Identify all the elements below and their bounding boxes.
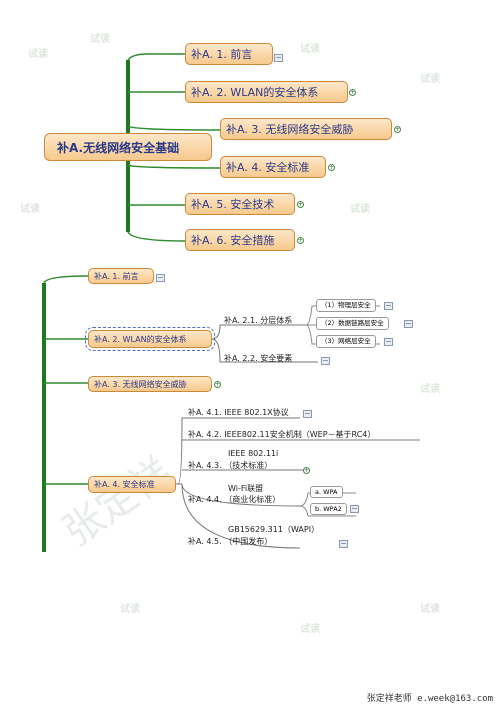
subtopic-4-5-title[interactable]: GB15629.311（WAPI） [228,525,320,534]
watermark-tile: 试读 [420,384,440,395]
topic-node-a5[interactable]: 补A. 5. 安全技术 [185,193,295,215]
expand-icon[interactable]: + [349,89,356,96]
topic-node-a6[interactable]: 补A. 6. 安全措施 [185,229,295,251]
topic-label: 补A. 1. 前言 [191,48,253,61]
topic-label: 补A. 2. WLAN的安全体系 [94,334,187,344]
subtopic-4-4-title[interactable]: Wi-Fi联盟 [228,484,264,493]
topic-node-a4[interactable]: 补A. 4. 安全标准 [220,156,326,178]
topic-node-b1[interactable]: 补A. 1. 前言 [88,268,154,284]
footer-credit: 张定祥老师 e.week@163.com [366,694,493,704]
topic-label: 补A. 3. 无线网络安全威胁 [226,123,354,136]
root-label: 补A.无线网络安全基础 [57,140,180,155]
note-icon[interactable] [384,338,393,346]
subtopic-4-3-title[interactable]: IEEE 802.11i [228,449,279,458]
topic-node-a2[interactable]: 补A. 2. WLAN的安全体系 [185,81,348,103]
expand-icon[interactable]: + [394,126,401,133]
topic-node-b2[interactable]: 补A. 2. WLAN的安全体系 [85,327,215,351]
note-icon[interactable] [339,540,348,548]
topic-node-a1[interactable]: 补A. 1. 前言 [185,43,273,65]
leaf-2-1-1[interactable]: （1）物理层安全 [316,299,376,312]
expand-icon[interactable]: + [297,237,304,244]
watermark-tile: 试读 [350,204,370,215]
watermark-tile: 试读 [120,604,140,615]
note-icon[interactable] [350,505,359,513]
watermark-tile: 试读 [420,74,440,85]
note-icon[interactable] [321,357,330,365]
topic-label: 补A. 6. 安全措施 [191,234,275,247]
watermark-tile: 试读 [300,44,320,55]
leaf-4-4-a[interactable]: a. WPA [310,486,343,498]
subtopic-2-2[interactable]: 补A. 2.2. 安全要素 [224,354,293,363]
root-node[interactable]: 补A.无线网络安全基础 [44,133,212,161]
expand-icon[interactable]: + [297,201,304,208]
topic-label: 补A. 2. WLAN的安全体系 [191,86,319,99]
topic-node-b4[interactable]: 补A. 4. 安全标准 [88,476,176,493]
watermark-tile: 试读 [20,204,40,215]
leaf-2-1-2[interactable]: （2）数据链路层安全 [316,317,389,330]
leaf-4-4-b[interactable]: b. WPA2 [310,503,347,515]
subtopic-4-1[interactable]: 补A. 4.1. IEEE 802.1X协议 [188,408,289,417]
topic-label: 补A. 1. 前言 [94,271,139,281]
subtopic-4-2[interactable]: 补A. 4.2. IEEE802.11安全机制（WEP－基于RC4） [188,430,376,439]
watermark-tile: 试读 [28,49,48,60]
subtopic-2-1[interactable]: 补A. 2.1. 分层体系 [224,316,293,325]
subtopic-4-3[interactable]: 补A. 4.3. （技术标准） [188,461,273,470]
expand-icon[interactable]: + [328,164,335,171]
topic-node-b3[interactable]: 补A. 3. 无线网络安全威胁 [88,376,212,392]
expand-icon[interactable]: + [303,467,310,474]
subtopic-4-5[interactable]: 补A. 4.5. （中国发布） [188,537,273,546]
expand-icon[interactable]: + [214,381,221,388]
subtopic-4-4[interactable]: 补A. 4.4. （商业化标准） [188,495,281,504]
note-icon[interactable] [404,320,413,328]
note-icon[interactable] [274,54,283,62]
note-icon[interactable] [384,302,393,310]
topic-label: 补A. 3. 无线网络安全威胁 [94,379,187,389]
note-icon[interactable] [156,274,165,282]
topic-label: 补A. 4. 安全标准 [226,161,310,174]
leaf-2-1-3[interactable]: （3）网络层安全 [316,335,376,348]
watermark-tile: 试读 [90,34,110,45]
note-icon[interactable] [303,410,312,418]
topic-label: 补A. 4. 安全标准 [94,480,155,489]
topic-node-a3[interactable]: 补A. 3. 无线网络安全威胁 [220,118,392,140]
topic-label: 补A. 5. 安全技术 [191,198,275,211]
watermark-tile: 试读 [300,624,320,635]
watermark-tile: 试读 [420,604,440,615]
